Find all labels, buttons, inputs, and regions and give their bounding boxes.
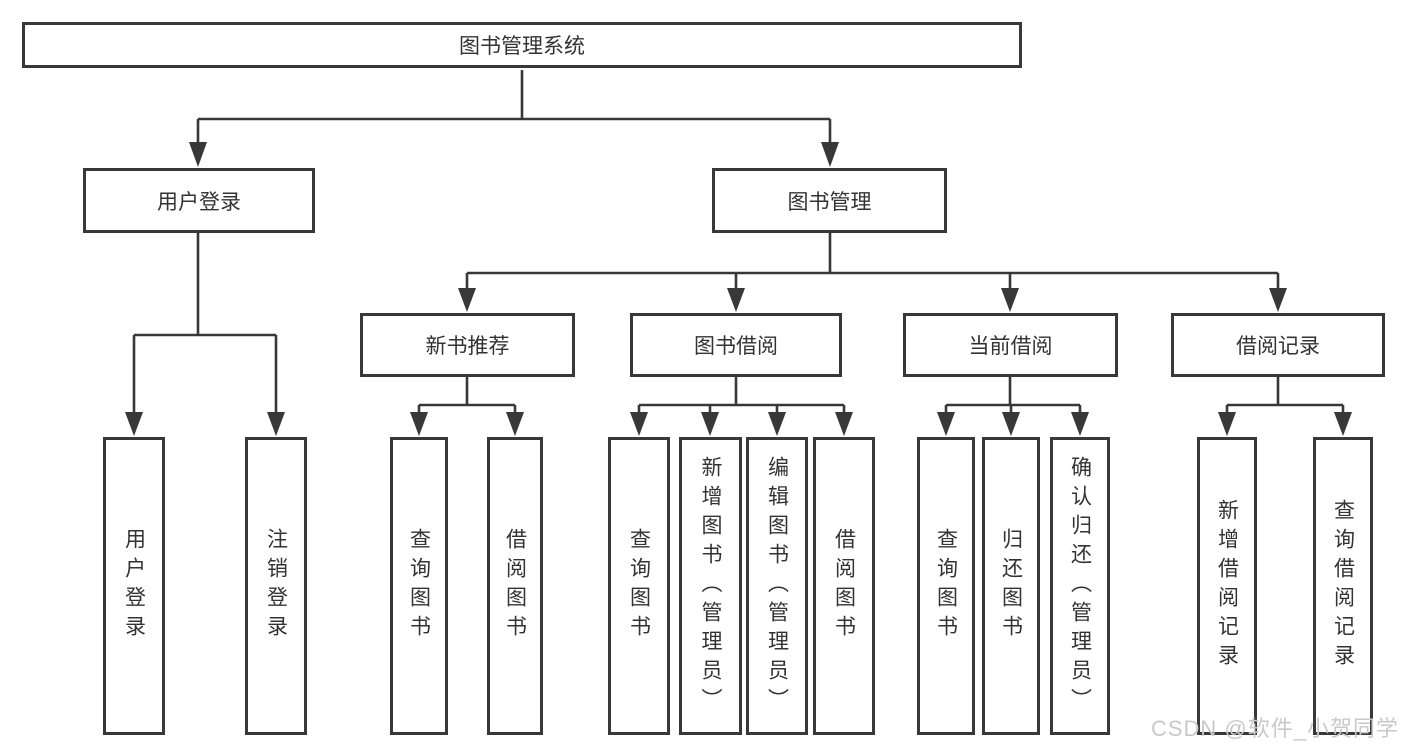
leaf-label: 借阅图书	[832, 528, 856, 644]
leaf-edit-books-admin: 编辑图书（管理员）	[746, 437, 808, 735]
node-current-borrow: 当前借阅	[903, 313, 1118, 377]
leaf-label: 新增借阅记录	[1215, 499, 1239, 673]
leaf-query-books-recommend: 查询图书	[390, 437, 448, 735]
node-user-login: 用户登录	[83, 168, 315, 233]
leaf-label: 归还图书	[999, 528, 1023, 644]
leaf-label: 用户登录	[122, 528, 146, 644]
node-book-management: 图书管理	[712, 168, 947, 233]
leaf-label: 新增图书（管理员）	[699, 455, 722, 717]
leaf-label: 确认归还（管理员）	[1068, 455, 1092, 717]
leaf-query-books-borrow: 查询图书	[608, 437, 670, 735]
leaf-label: 注销登录	[264, 528, 288, 644]
leaf-user-login: 用户登录	[103, 437, 165, 735]
leaf-add-borrow-record: 新增借阅记录	[1197, 437, 1257, 735]
node-root: 图书管理系统	[22, 22, 1022, 68]
leaf-label: 查询图书	[934, 528, 958, 644]
leaf-label: 借阅图书	[503, 528, 527, 644]
node-book-borrow: 图书借阅	[630, 313, 842, 377]
leaf-query-borrow-record: 查询借阅记录	[1313, 437, 1373, 735]
leaf-borrow-books: 借阅图书	[813, 437, 875, 735]
leaf-add-books-admin: 新增图书（管理员）	[679, 437, 742, 735]
leaf-return-books: 归还图书	[982, 437, 1040, 735]
leaf-logout: 注销登录	[245, 437, 307, 735]
node-borrow-records: 借阅记录	[1171, 313, 1385, 377]
leaf-label: 查询图书	[627, 528, 651, 644]
node-new-book-recommend: 新书推荐	[360, 313, 575, 377]
arrowheads	[125, 142, 1352, 436]
watermark: CSDN @软件_小贺同学	[1150, 716, 1399, 741]
leaf-query-books-current: 查询图书	[917, 437, 975, 735]
leaf-borrow-books-recommend: 借阅图书	[487, 437, 543, 735]
leaf-label: 查询图书	[407, 528, 431, 644]
leaf-label: 编辑图书（管理员）	[765, 455, 789, 717]
leaf-label: 查询借阅记录	[1331, 499, 1355, 673]
leaf-confirm-return-admin: 确认归还（管理员）	[1050, 437, 1110, 735]
